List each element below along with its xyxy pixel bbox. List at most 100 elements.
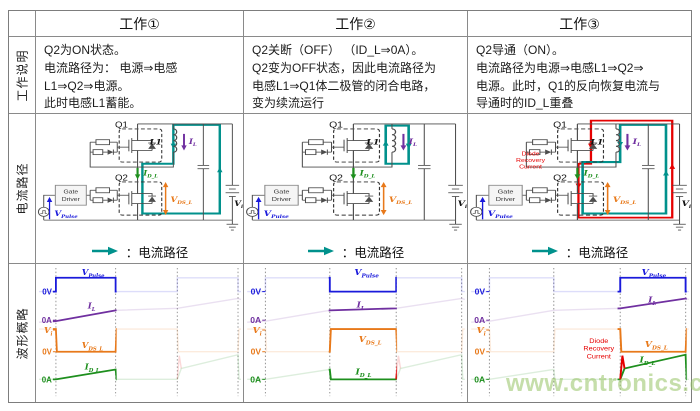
trace-vpulse-faded [247,277,465,293]
svg-text:VDS_L: VDS_L [389,195,413,206]
current-path-arrow-icon [531,245,559,259]
svg-text:IL: IL [408,137,418,148]
svg-text:Vi: Vi [458,199,467,210]
current-path-legend-text: ：电流路径 [341,246,405,260]
svg-text:Q2: Q2 [329,172,343,182]
header-phase-3: 工作③ [468,11,691,37]
trace-il [617,297,687,310]
gate-resistor-icon [528,197,541,204]
trace-vdsl-faded [38,328,242,353]
svg-text:Q1: Q1 [115,120,128,129]
operation-table: 工作① 工作② 工作③ 工作说明 Q2为ON状态。 电流路径为： 电源⇒电感 L… [8,10,692,403]
gate-diode-icon [107,149,114,155]
recovery-label: Diode [522,151,541,157]
svg-text:ID_L: ID_L [84,362,100,375]
svg-text:L1: L1 [149,137,162,146]
svg-text:VDS_L: VDS_L [170,195,192,206]
recovery-label: Recovery [583,346,614,353]
svg-text:VPulse: VPulse [54,209,77,220]
header-phase-1: 工作① [36,11,244,37]
trace-vpulse [617,276,687,293]
svg-text:ID_L: ID_L [583,168,600,179]
current-path-legend: ：电流路径 [468,240,691,263]
gate-diode-icon [545,149,552,155]
pulse-source-icon [470,206,483,217]
trace-vdsl [52,328,117,353]
mosfet-box [333,181,381,216]
mosfet-box [333,128,381,163]
row-label-description: 工作说明 [9,37,36,114]
svg-text:0V: 0V [251,288,262,297]
svg-text:ID_L: ID_L [638,356,655,367]
svg-text:Q1: Q1 [329,119,343,129]
inductor-l1-icon [391,128,397,153]
svg-text:Driver: Driver [272,197,292,203]
recovery-label: Current [519,164,542,170]
svg-text:Vi: Vi [477,326,486,337]
pulse-source-icon [246,206,259,217]
svg-text:IL: IL [87,300,96,313]
svg-text:Vi: Vi [682,199,691,210]
recovery-label: Diode [589,338,608,345]
trace-vpulse-faded [471,277,689,293]
body-diode-icon [364,196,374,202]
svg-text:0A: 0A [42,375,52,384]
svg-text:0A: 0A [250,316,261,325]
svg-text:0A: 0A [42,316,52,325]
svg-text:Vi: Vi [44,325,53,338]
svg-text:Q2: Q2 [553,172,567,182]
row-label-current-path: 电流路径 [9,114,36,264]
svg-text:0V: 0V [42,288,52,297]
mosfet-box [557,181,605,216]
svg-text:IL: IL [356,301,365,312]
svg-text:0V: 0V [475,288,486,297]
svg-text:VDS_L: VDS_L [645,340,668,351]
phase-1-title: 工作① [119,15,160,32]
current-path-arrow-icon [91,245,119,259]
svg-text:VDS_L: VDS_L [359,335,382,346]
recovery-label: Recovery [516,158,546,164]
mosfet-box [118,128,163,163]
trace-idl-faded [38,353,242,381]
waveforms-phase-3: 0V0AVi0V0AVPulseILVDS_LID_LDiodeRecovery… [471,267,690,397]
svg-text:Vi: Vi [234,199,243,210]
svg-text:Q2: Q2 [115,173,128,182]
svg-text:VPulse: VPulse [488,209,514,220]
svg-text:0A: 0A [474,316,485,325]
svg-text:VDS_L: VDS_L [613,195,637,206]
svg-text:IL: IL [188,136,197,147]
trace-spike-faded [176,355,182,380]
svg-text:VPulse: VPulse [354,268,379,279]
gate-resistor-icon [304,197,317,204]
header-phase-2: 工作② [244,11,468,37]
current-path-legend: ：电流路径 [36,240,243,263]
gate-diode-icon [107,197,114,203]
body-diode-icon [588,196,598,202]
current-path-arrow-icon [307,245,335,259]
inductor-l1-icon [173,128,178,153]
circuit-phase-3: GateDriverVPulseILL1ID_LVDS_LQ1Q2ViDiode… [470,119,691,231]
description-phase-2: Q2关断（OFF） （ID_L⇒0A）。 Q2变为OFF状态，因此电流路径为 电… [244,37,468,114]
trace-il [52,309,117,323]
current-path-legend-text: ：电流路径 [125,246,189,260]
current-path-legend: ：电流路径 [244,240,467,263]
svg-text:L1: L1 [365,138,379,147]
body-diode-icon [148,196,156,202]
body-diode-icon [148,143,156,149]
gate-resistor-icon [95,139,110,146]
corner-cell [9,11,36,37]
trace-idl [617,353,687,381]
trace-vpulse [52,276,117,293]
svg-text:IL: IL [632,137,642,148]
svg-text:Driver: Driver [496,197,516,203]
trace-vpulse [328,276,397,293]
svg-text:ID_L: ID_L [354,368,371,379]
svg-text:0V: 0V [42,348,52,357]
